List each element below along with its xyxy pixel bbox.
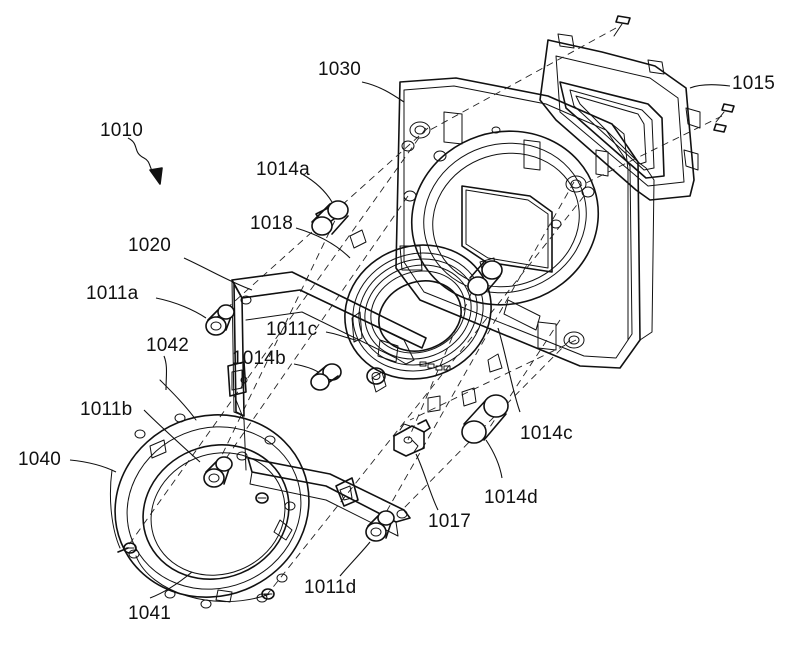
label-1011c: 1011c xyxy=(266,320,317,339)
label-1018: 1018 xyxy=(250,214,293,233)
label-1011d: 1011d xyxy=(304,578,356,597)
label-1010: 1010 xyxy=(100,121,143,140)
label-1014b: 1014b xyxy=(232,349,286,368)
sleeve-1014d xyxy=(462,395,508,443)
label-1011b: 1011b xyxy=(80,400,132,419)
label-1040: 1040 xyxy=(18,450,61,469)
label-1042: 1042 xyxy=(146,336,189,355)
label-1020: 1020 xyxy=(128,236,171,255)
label-1030: 1030 xyxy=(318,60,361,79)
label-1011a: 1011a xyxy=(86,284,138,303)
sleeve-1014c xyxy=(468,261,502,295)
label-1041: 1041 xyxy=(128,604,171,623)
sleeve-1014b xyxy=(311,364,341,390)
coil-spring-1018 xyxy=(326,225,510,412)
label-1014c: 1014c xyxy=(520,424,573,443)
frame-1030 xyxy=(389,78,654,368)
label-1015: 1015 xyxy=(732,74,775,93)
screw-1011d xyxy=(366,511,394,541)
sleeve-1014a xyxy=(312,201,348,235)
sensor-unit-1015 xyxy=(540,16,734,200)
label-1014a: 1014a xyxy=(256,160,310,179)
mount-ring-1040 xyxy=(87,386,336,626)
label-1017: 1017 xyxy=(428,512,471,531)
connector-1017 xyxy=(394,420,430,456)
screw-1011b xyxy=(204,457,232,487)
screw-1011a xyxy=(206,305,234,335)
assembly-arrow-icon xyxy=(128,138,162,184)
label-1014d: 1014d xyxy=(484,488,538,507)
